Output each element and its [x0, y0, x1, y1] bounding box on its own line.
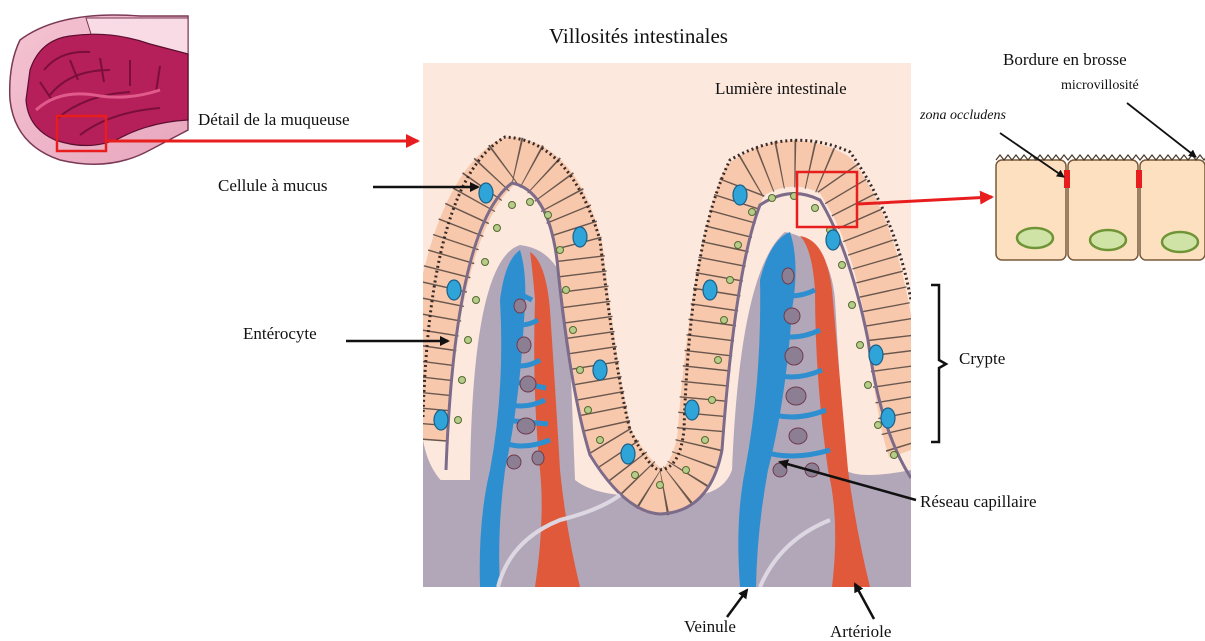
enterocyte-label: Entérocyte: [243, 325, 317, 342]
lumen-label: Lumière intestinale: [715, 80, 847, 97]
mucosa-detail-label: Détail de la muqueuse: [198, 111, 350, 128]
microvillus-label: microvillosité: [1061, 79, 1139, 93]
capillary-network-label: Réseau capillaire: [920, 493, 1037, 510]
crypt-label: Crypte: [959, 350, 1005, 367]
arteriole-label: Artériole: [830, 623, 891, 640]
tight-junction-label: zona occludens: [920, 109, 1006, 123]
mucus-cell-label: Cellule à mucus: [218, 177, 328, 194]
brush-border-label: Bordure en brosse: [1003, 51, 1127, 68]
venule-label: Veinule: [684, 618, 736, 635]
cell-detail-arrow: [858, 197, 992, 204]
